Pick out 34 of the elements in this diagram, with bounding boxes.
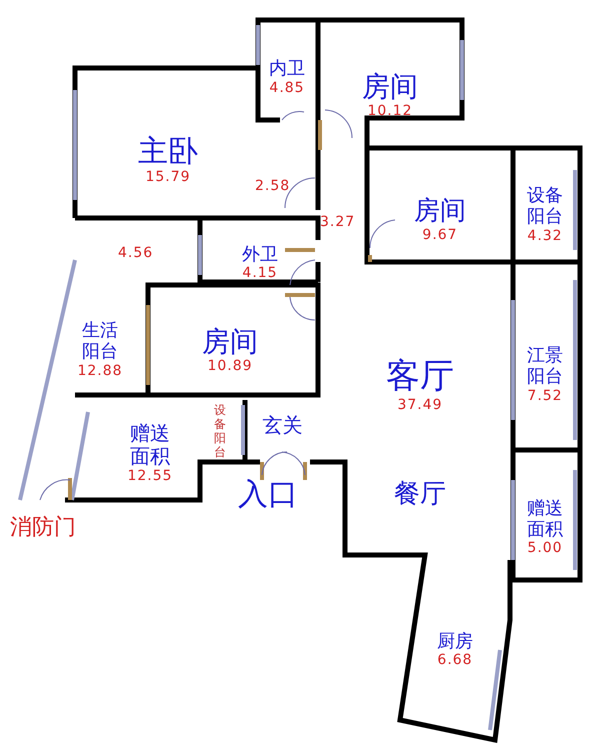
area-label: 9.67: [422, 226, 458, 243]
area-label: 12.55: [127, 468, 173, 484]
room-name: 外卫: [242, 244, 278, 266]
room-name: 房间: [414, 197, 466, 227]
area-label: 10.89: [207, 358, 253, 374]
room-name: 客厅: [386, 357, 454, 397]
room-name: 生活阳台: [81, 321, 119, 363]
room-name: 房间: [202, 326, 258, 358]
room-name: 设备阳台: [214, 403, 226, 459]
room-name: 餐厅: [394, 480, 446, 510]
area-label: 7.52: [527, 388, 563, 404]
area-label: 3.27: [320, 214, 356, 230]
area-label: 4.32: [527, 228, 563, 244]
room-name: 内卫: [269, 59, 305, 80]
area-label: 37.49: [397, 396, 443, 413]
entrance-label: 入口: [238, 476, 298, 514]
area-label: 4.15: [242, 265, 278, 282]
room-name: 主卧: [138, 134, 198, 170]
area-label: 15.79: [145, 169, 191, 186]
room-name: 房间: [362, 70, 418, 104]
area-label: 5.00: [527, 540, 563, 556]
exit-label: 消防门: [10, 514, 76, 542]
area-label: 6.68: [437, 652, 473, 668]
room-name: 玄关: [262, 414, 302, 436]
room-name: 赠送面积: [526, 498, 564, 540]
area-label: 4.85: [269, 80, 305, 96]
room-name: 赠送面积: [129, 422, 171, 468]
area-label: 4.56: [118, 245, 154, 261]
area-label: 2.58: [255, 178, 290, 194]
room-name: 厨房: [437, 632, 473, 652]
room-name: 设备阳台: [526, 186, 564, 228]
room-name: 江景阳台: [526, 346, 564, 388]
area-label: 10.12: [367, 103, 413, 120]
area-label: 12.88: [77, 362, 123, 379]
